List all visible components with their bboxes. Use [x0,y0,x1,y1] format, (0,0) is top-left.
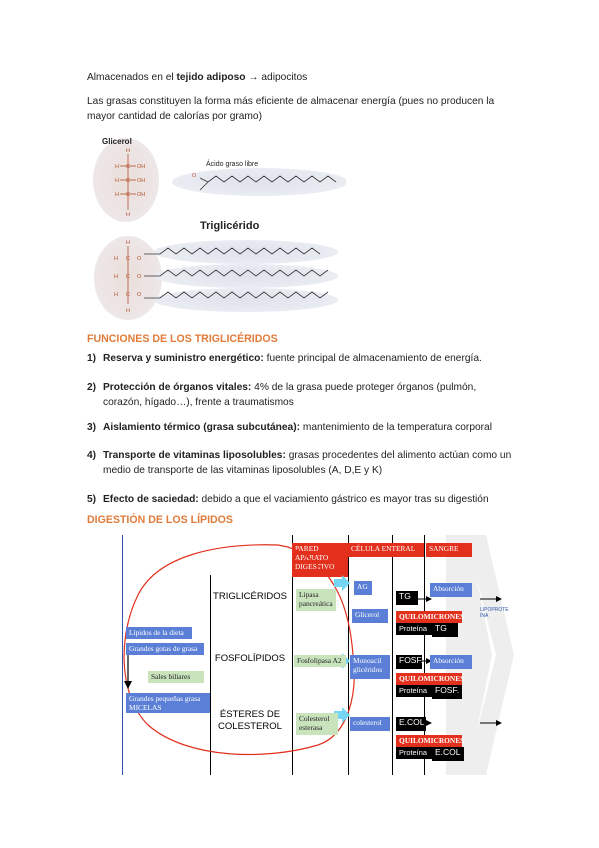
svg-text:O: O [192,173,197,179]
svg-text:H: H [114,256,118,262]
label-fosfolipidos: FOSFOLÍPIDOS [212,653,288,664]
absorcion-1: Absorción [430,583,472,597]
funcion-item-5: 5) Efecto de saciedad: debido a que el v… [87,492,517,507]
proteina-1: Proteína [396,623,432,635]
intro-line-3: mayor cantidad de calorías por gramo) [87,111,262,122]
item-bold: Aislamiento térmico (grasa subcutánea): [103,422,301,433]
item-text: 4% de la grasa puede proteger órganos (p… [103,382,477,408]
quilomicrones-1: QUILOMICRONES [396,611,464,623]
item-text: mantenimiento de la temperatura corporal [300,422,492,433]
svg-text:C: C [126,256,130,262]
svg-text:C: C [126,164,130,170]
divider-1 [210,575,211,775]
item-number: 4) [87,450,97,461]
acido-graso-label: Ácido graso libre [206,159,258,168]
product-fosf: FOSF. [396,655,423,669]
digestion-heading: DIGESTIÓN DE LOS LÍPIDOS [87,514,233,526]
grandes-gotas: Grandes gotas de grasa [126,643,204,655]
svg-text:O: O [137,256,142,262]
item-number: 5) [87,494,97,505]
divider-left [122,535,123,775]
item-bold: Protección de órganos vitales: [103,382,252,393]
item-text: fuente principal de almacenamiento de en… [263,353,482,364]
trigliceride-label: Triglicérido [200,220,260,232]
quilo-ecol: E.COL [432,747,464,761]
svg-text:H: H [126,212,130,218]
item-bold: Efecto de saciedad: [103,494,199,505]
enzyme-fosfolipasa: Fosfolipasa A2 [294,655,346,667]
item-bold: Reserva y suministro energético: [103,353,264,364]
svg-text:C: C [126,178,130,184]
lipoproteina-label: LIPOPROTE ÍNA [480,607,509,619]
divider-3 [348,535,349,775]
svg-text:OH: OH [137,178,145,184]
svg-text:OH: OH [137,164,145,170]
sales-biliares: Sales biliares [148,671,204,683]
svg-text:O: O [137,274,142,280]
svg-text:C: C [126,274,130,280]
item-text: grasas procedentes del alimento actúan c… [103,450,512,476]
header-celula: CÉLULA ENTERAL [348,543,424,557]
svg-text:H: H [115,192,119,198]
product-monoacil: Monoacil glicéridos [350,655,390,679]
glicerol-label: Glicerol [102,137,132,146]
funcion-item-2: 2) Protección de órganos vitales: 4% de … [87,380,517,410]
funciones-heading: FUNCIONES DE LOS TRIGLICÉRIDOS [87,333,278,345]
funcion-item-3: 3) Aislamiento térmico (grasa subcutánea… [87,420,517,435]
product-colesterol: colesterol [350,717,390,731]
svg-text:H: H [114,292,118,298]
proteina-2: Proteína [396,685,432,697]
quilomicrones-3: QUILOMICRONES [396,735,464,747]
divider-5 [424,535,425,775]
enzyme-lipasa: Lipasa pancreática [296,589,336,611]
intro-bold: tejido adiposo [176,72,246,83]
label-esteres: ÉSTERES DE COLESTEROL [212,709,288,733]
intro-line-2: Las grasas constituyen la forma más efic… [87,96,495,107]
quilomicrones-2: QUILOMICRONES [396,673,464,685]
svg-text:C: C [126,192,130,198]
enzyme-colesterol-esterasa: Colesterol esterasa [296,713,338,735]
svg-text:C: C [126,292,130,298]
intro-text-post: → adipocitos [245,72,308,83]
svg-text:H: H [115,164,119,170]
svg-text:H: H [126,240,130,246]
header-pared: PARED APARATO DIGESTIVO [292,543,348,577]
divider-2 [292,535,293,775]
svg-text:O: O [137,292,142,298]
item-number: 1) [87,353,97,364]
product-tg: TG [396,591,418,605]
product-ag: AG [354,581,372,595]
intro-text: Almacenados en el [87,72,177,83]
item-text: debido a que el vaciamiento gástrico es … [198,494,489,505]
intro-line-1: Almacenados en el tejido adiposo → adipo… [87,70,307,85]
svg-text:H: H [126,308,130,314]
label-trigliceridos: TRIGLICÉRIDOS [212,591,288,602]
product-ecol: E.COL [396,717,426,731]
micelas: Grandes pequeñas grasa MICELAS [126,693,210,713]
funcion-item-1: 1) Reserva y suministro energético: fuen… [87,351,517,366]
product-glicerol: Glicerol [352,609,388,623]
absorcion-2: Absorción [430,655,472,669]
divider-4 [392,535,393,775]
svg-text:H: H [114,274,118,280]
item-bold: Transporte de vitaminas liposolubles: [103,450,286,461]
funcion-item-4: 4) Transporte de vitaminas liposolubles:… [87,448,517,478]
proteina-3: Proteína [396,747,432,759]
lipidos-dieta: Lípidos de la dieta [126,627,192,639]
svg-text:H: H [115,178,119,184]
quilo-fosf: FOSF. [432,685,462,699]
digestion-diagram: PARED APARATO DIGESTIVO CÉLULA ENTERAL S… [118,535,514,775]
header-sangre: SANGRE [426,543,472,557]
item-number: 2) [87,382,97,393]
svg-text:H: H [126,148,130,154]
svg-text:OH: OH [137,192,145,198]
item-number: 3) [87,422,97,433]
quilo-tg: TG [432,623,458,637]
